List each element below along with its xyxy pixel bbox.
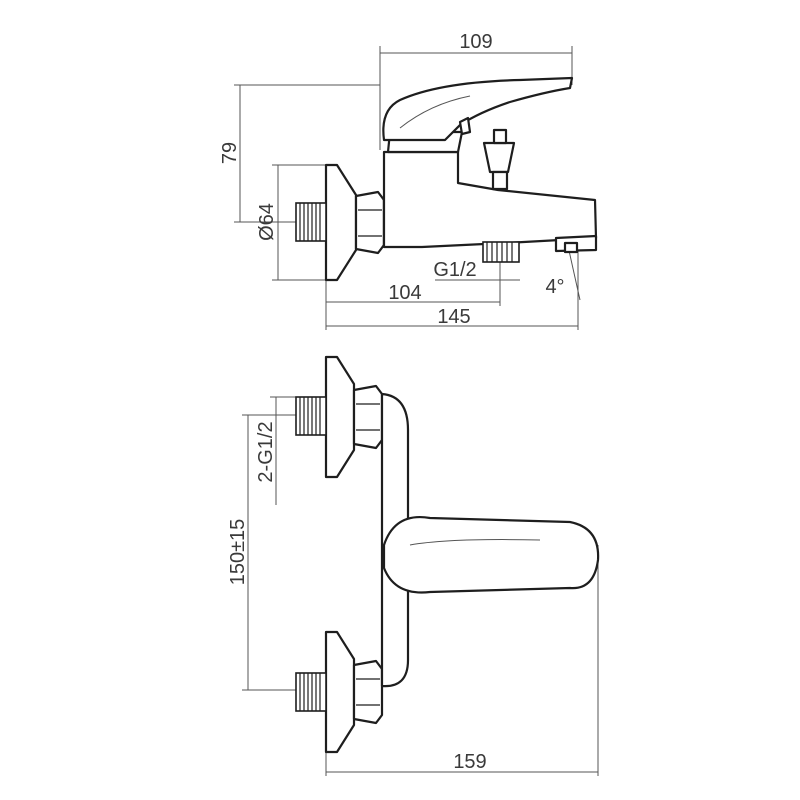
inlet-thread-lines-side (299, 203, 321, 241)
dim-spout-angle: 4° (545, 276, 564, 298)
hex-nut-top (352, 384, 384, 450)
hex-nut-side (354, 190, 386, 255)
dim-thread: G1/2 (433, 259, 476, 281)
lever-handle-front (382, 516, 600, 594)
front-view-dimension-lines (242, 396, 599, 776)
wall-flange-side (324, 163, 358, 282)
inlet-thread-lines-bottom (299, 673, 321, 711)
lever-detail-front (409, 539, 541, 546)
dim-front-depth: 159 (453, 751, 486, 773)
side-view: 109 79 Ø64 G1/2 104 4° 145 (219, 31, 598, 330)
dim-centre-distance: 150±15 (227, 519, 249, 586)
lever-handle-side (382, 76, 574, 142)
wall-flange-bottom (324, 630, 356, 754)
inlet-thread-lines-top (299, 397, 321, 435)
outlet-thread-lines-side (486, 242, 513, 262)
diverter-knob-side (482, 141, 516, 174)
lever-pivot-side (458, 116, 472, 136)
lever-detail-side (399, 95, 471, 129)
dim-top-width: 109 (459, 31, 492, 53)
outlet-thread-side (482, 241, 520, 263)
dim-inlet-thread: 2-G1/2 (255, 421, 277, 482)
inlet-thread-top (295, 396, 327, 436)
dim-height: 79 (219, 142, 241, 164)
front-view: 150±15 2-G1/2 159 (227, 355, 600, 776)
dim-outlet-offset: 104 (388, 282, 421, 304)
inlet-thread-side (295, 202, 327, 242)
diverter-stem-side (492, 128, 508, 145)
side-view-dimension-lines (234, 46, 581, 330)
dim-side-depth: 145 (437, 306, 470, 328)
inlet-thread-bottom (295, 672, 327, 712)
dim-diameter: Ø64 (256, 203, 278, 241)
hex-nut-bottom (352, 659, 384, 725)
wall-flange-top (324, 355, 356, 479)
aerator-side (563, 241, 579, 254)
diverter-base-side (491, 170, 509, 191)
